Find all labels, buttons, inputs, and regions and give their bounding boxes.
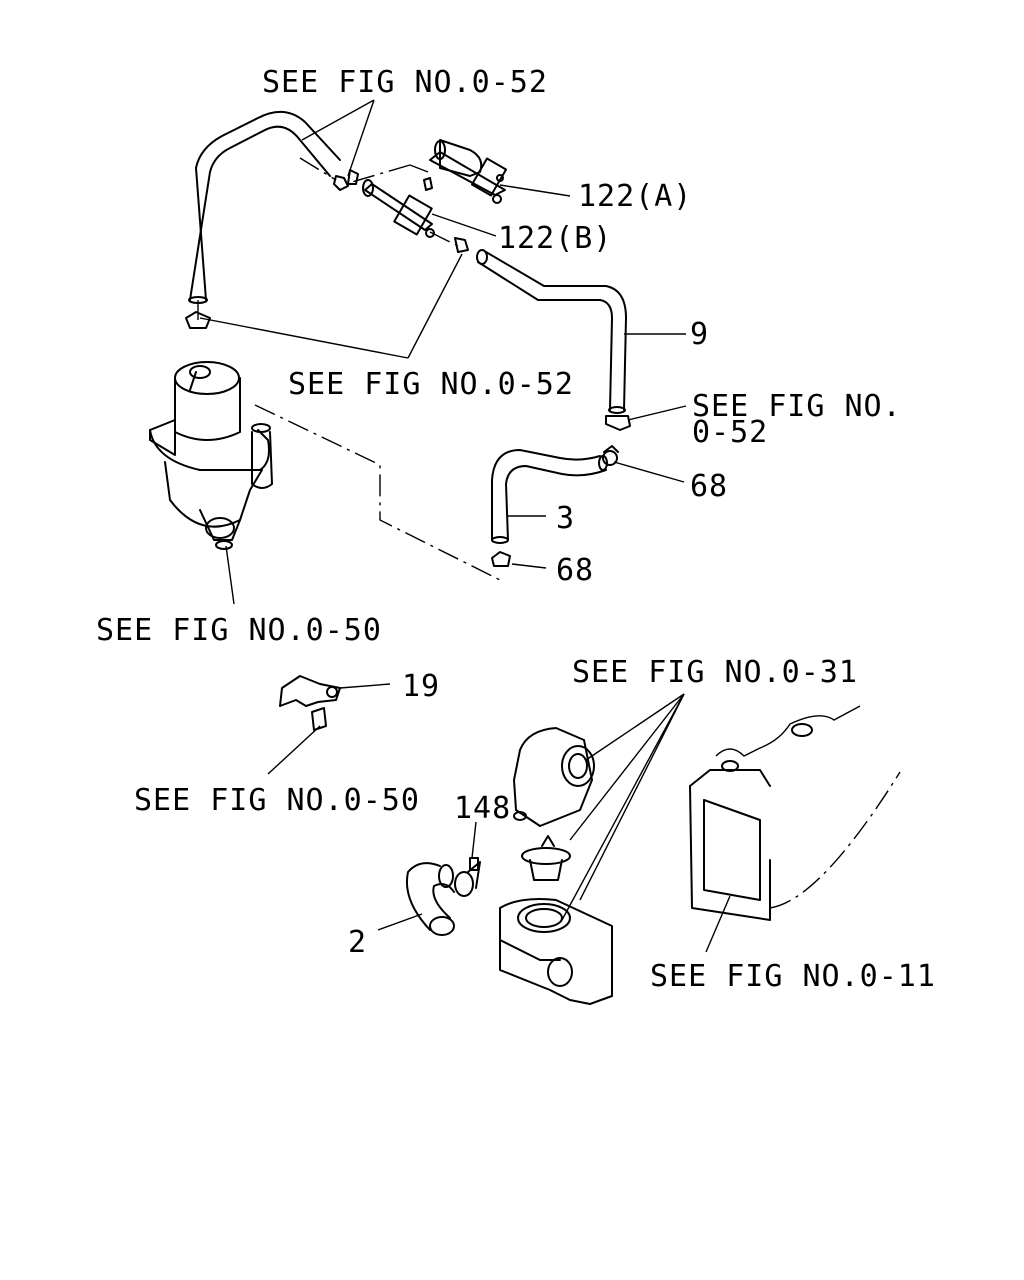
label-part-68-lower: 68 [556,553,594,588]
valve-122a [429,139,508,204]
clip-68-lower [491,551,511,567]
filter-housing [149,311,501,581]
thermostat [521,835,571,881]
clamp-148 [454,857,481,897]
label-part-2: 2 [348,925,367,960]
label-see-fig-052-top: SEE FIG NO.0-52 [262,65,548,100]
hose-9 [476,249,627,414]
leader-lines [199,99,731,953]
label-see-fig-011: SEE FIG NO.0-11 [650,959,936,994]
label-see-fig-050-upper: SEE FIG NO.0-50 [96,613,382,648]
cylinder-head [689,705,901,921]
thermostat-cover [513,727,595,827]
label-see-fig-052-right-1: SEE FIG NO. [692,389,902,424]
label-part-148: 148 [454,791,511,826]
upper-hose [188,111,341,320]
label-see-fig-052-mid: SEE FIG NO.0-52 [288,367,574,402]
hose-3 [491,449,608,544]
valve-122b [351,164,435,238]
label-part-122b: 122(B) [498,221,612,256]
label-part-19: 19 [402,669,440,704]
bracket-19 [279,675,341,731]
label-part-3: 3 [556,501,575,536]
label-part-122a: 122(A) [578,179,692,214]
clip-052-right [605,415,631,431]
water-outlet-housing [499,898,613,1005]
hose-2 [406,862,455,936]
label-see-fig-052-right-2: 0-52 [692,415,768,450]
label-part-9: 9 [690,317,709,352]
clip-68-upper [602,445,619,466]
label-see-fig-031: SEE FIG NO.0-31 [572,655,858,690]
label-part-68-upper: 68 [690,469,728,504]
label-see-fig-050-lower: SEE FIG NO.0-50 [134,783,420,818]
small-clips-top [299,157,469,253]
